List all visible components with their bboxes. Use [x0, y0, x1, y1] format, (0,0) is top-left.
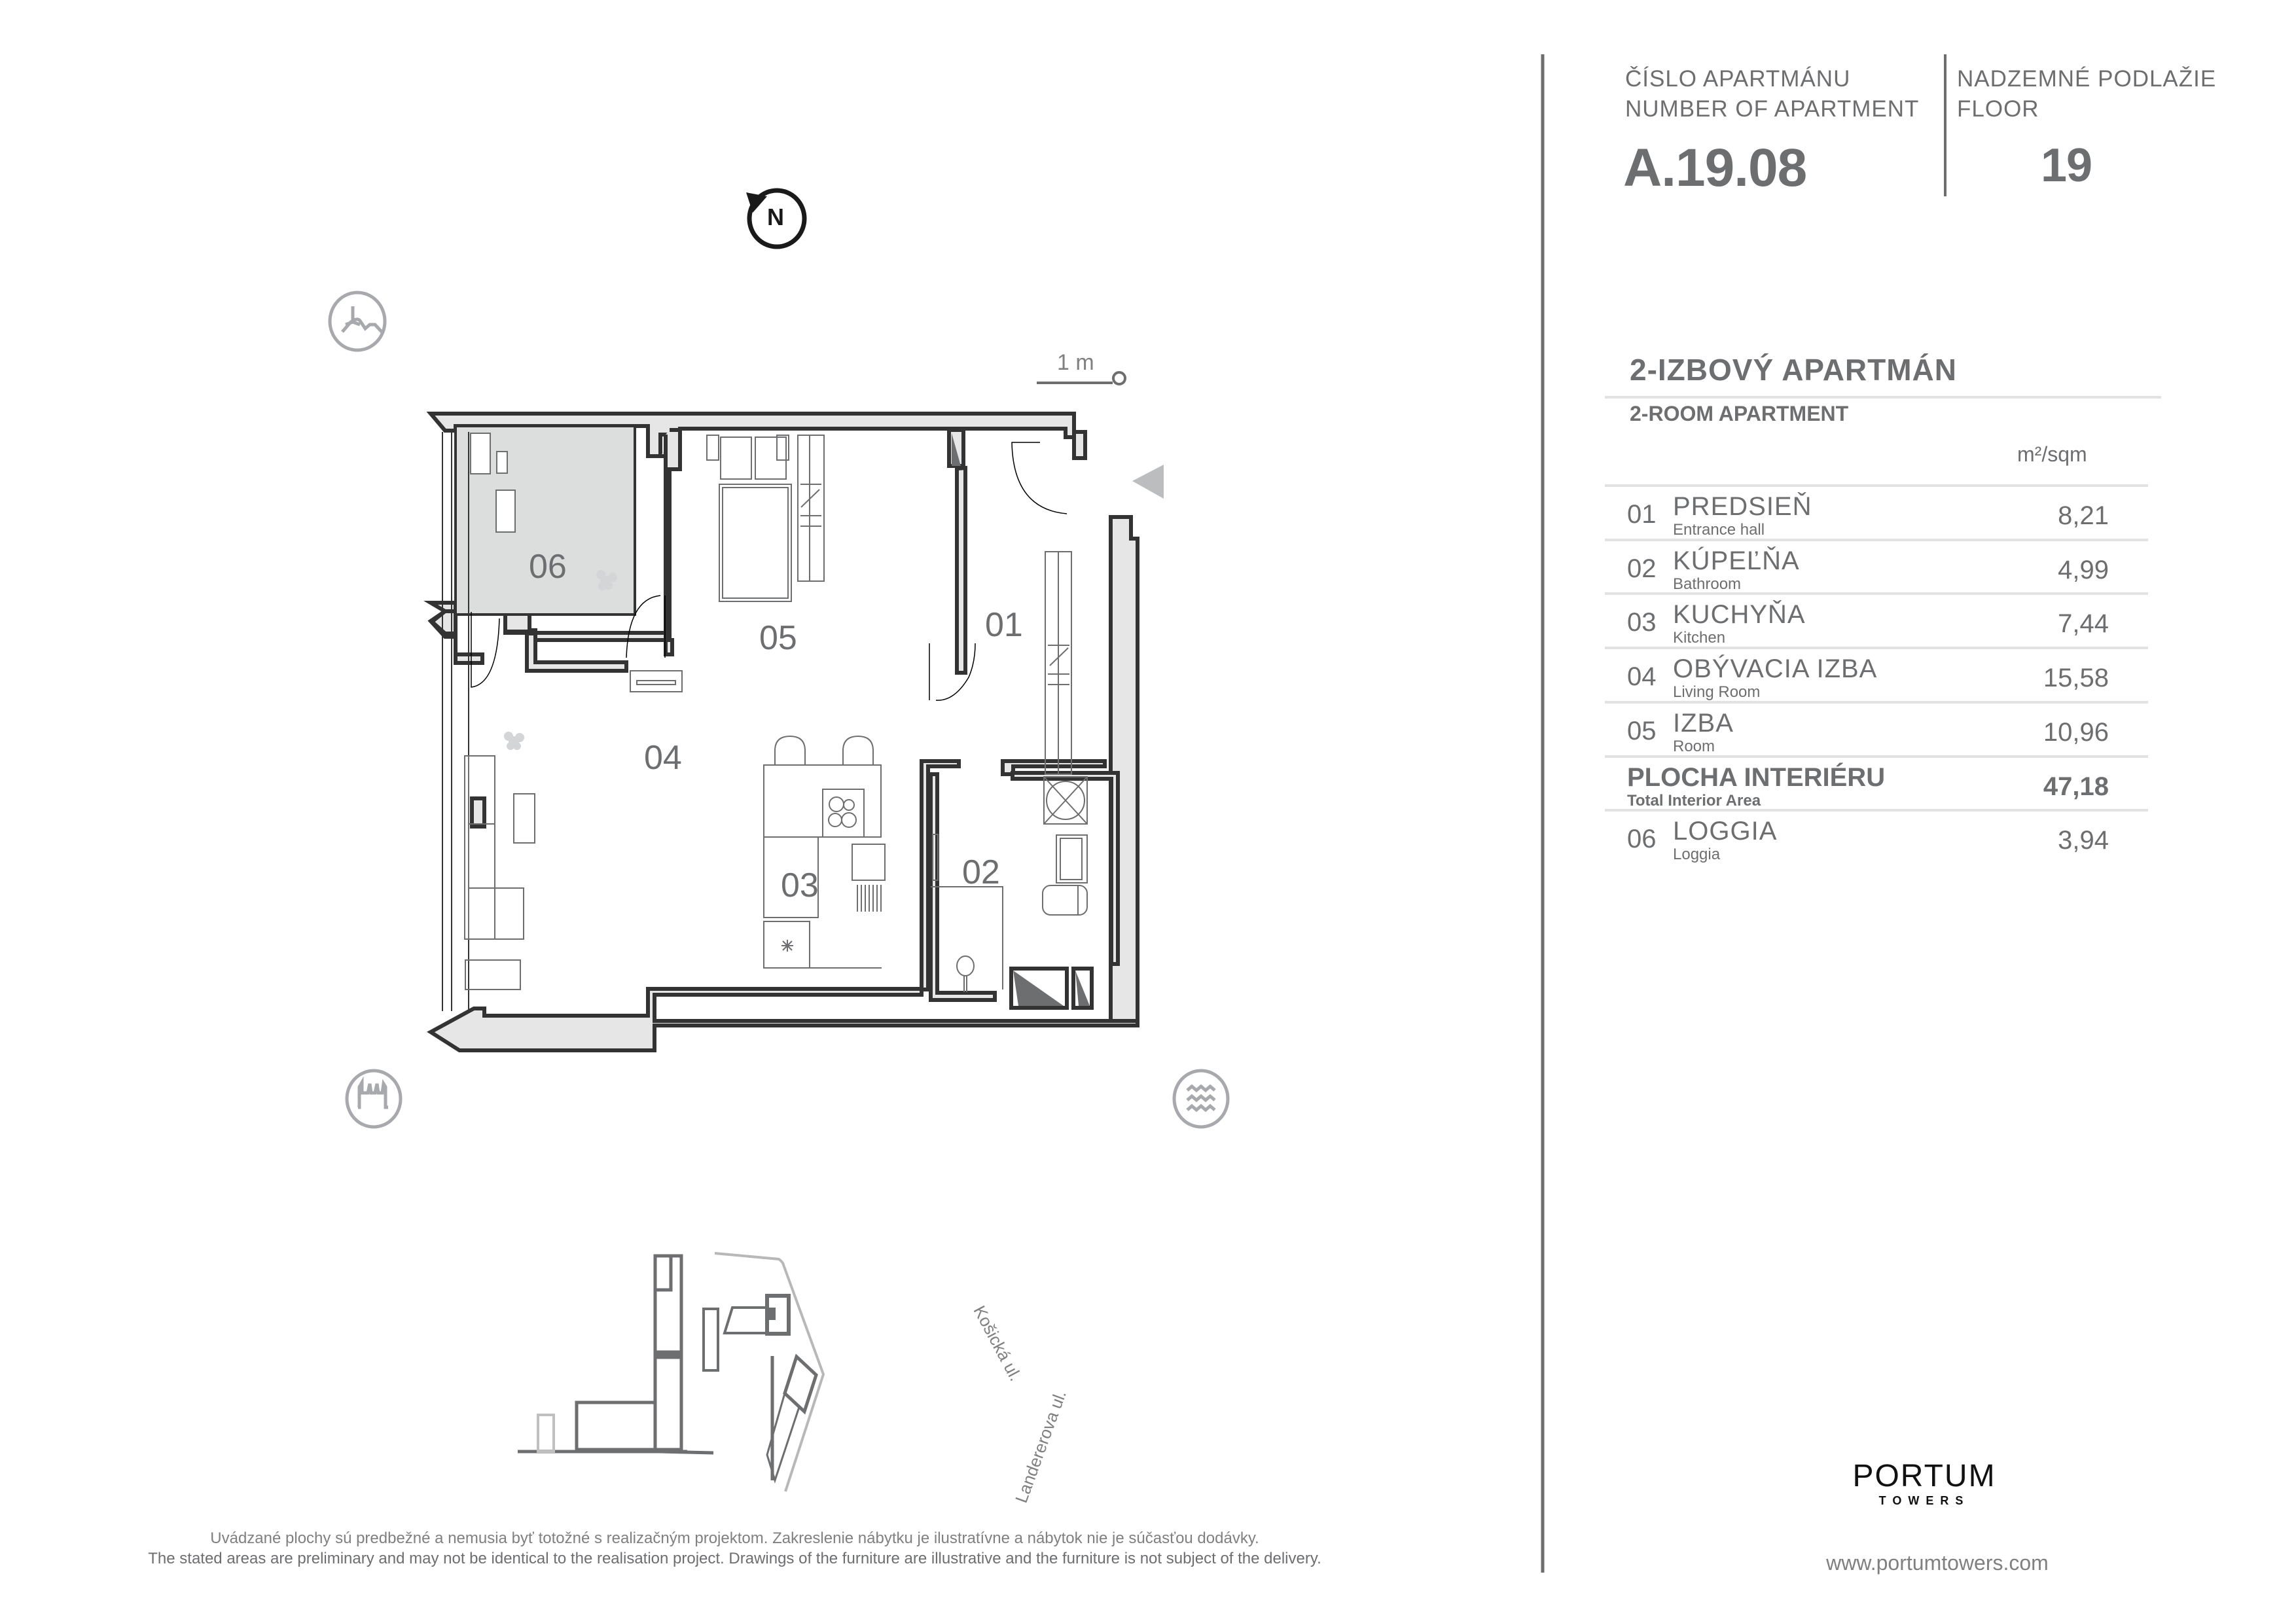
bathroom-fixtures — [931, 776, 1088, 992]
plant-icon — [504, 570, 617, 750]
room-label-02: 02 — [962, 853, 1000, 891]
table-row: 04 OBÝVACIA IZBA Living Room 15,58 — [1605, 647, 2148, 703]
north-compass-icon — [746, 188, 807, 249]
scale-label: 1 m — [1057, 350, 1094, 375]
disclaimer-en: The stated areas are preliminary and may… — [148, 1550, 1321, 1567]
table-row: 06 LOGGIA Loggia 3,94 — [1605, 809, 2148, 865]
compass-label: N — [767, 204, 784, 230]
room-label-06: 06 — [529, 548, 567, 586]
room-label-04: 04 — [644, 739, 682, 777]
apartment-type-subtitle: 2-ROOM APARTMENT — [1630, 402, 1849, 425]
living-furniture — [464, 670, 683, 990]
website-link[interactable]: www.portumtowers.com — [1826, 1551, 2049, 1575]
total-area-row: PLOCHA INTERIÉRU Total Interior Area 47,… — [1605, 755, 2148, 812]
table-row: 05 IZBA Room 10,96 — [1605, 701, 2148, 757]
floor-label: NADZEMNÉ PODLAŽIE FLOOR — [1957, 66, 2217, 122]
kitchen-units — [763, 735, 886, 969]
apartment-number: A.19.08 — [1623, 138, 1807, 198]
brand-logo: PORTUM — [1852, 1459, 1996, 1493]
neighbour-building — [537, 1414, 555, 1453]
entrance-arrow-icon — [1132, 465, 1164, 499]
hall-wardrobe — [1045, 551, 1072, 775]
apartment-type-title: 2-IZBOVÝ APARTMÁN — [1630, 353, 1957, 387]
scale-bar — [1037, 371, 1126, 385]
bedroom-furniture — [706, 435, 825, 602]
disclaimer-sk: Uvádzané plochy sú predbežné a nemusia b… — [210, 1529, 1259, 1547]
table-row: 03 KUCHYŇA Kitchen 7,44 — [1605, 592, 2148, 649]
site-plan-map — [702, 1252, 825, 1492]
table-row: 01 PREDSIEŇ Entrance hall 8,21 — [1605, 484, 2148, 541]
room-label-05: 05 — [759, 619, 797, 657]
apartment-number-label: ČÍSLO APARTMÁNU NUMBER OF APARTMENT — [1625, 66, 1920, 122]
river-view-icon — [1172, 1069, 1230, 1129]
room-label-03: 03 — [781, 866, 819, 904]
floor-number: 19 — [2041, 139, 2092, 192]
brand-logo-sub: TOWERS — [1878, 1494, 1970, 1507]
castle-view-icon — [345, 1069, 403, 1129]
castle-hill-view-icon — [328, 291, 387, 352]
building-section-icon — [518, 1254, 774, 1480]
unit-label: m²/sqm — [2017, 442, 2087, 466]
table-row: 02 KÚPEĽŇA Bathroom 4,99 — [1605, 539, 2148, 595]
room-label-01: 01 — [985, 606, 1023, 644]
